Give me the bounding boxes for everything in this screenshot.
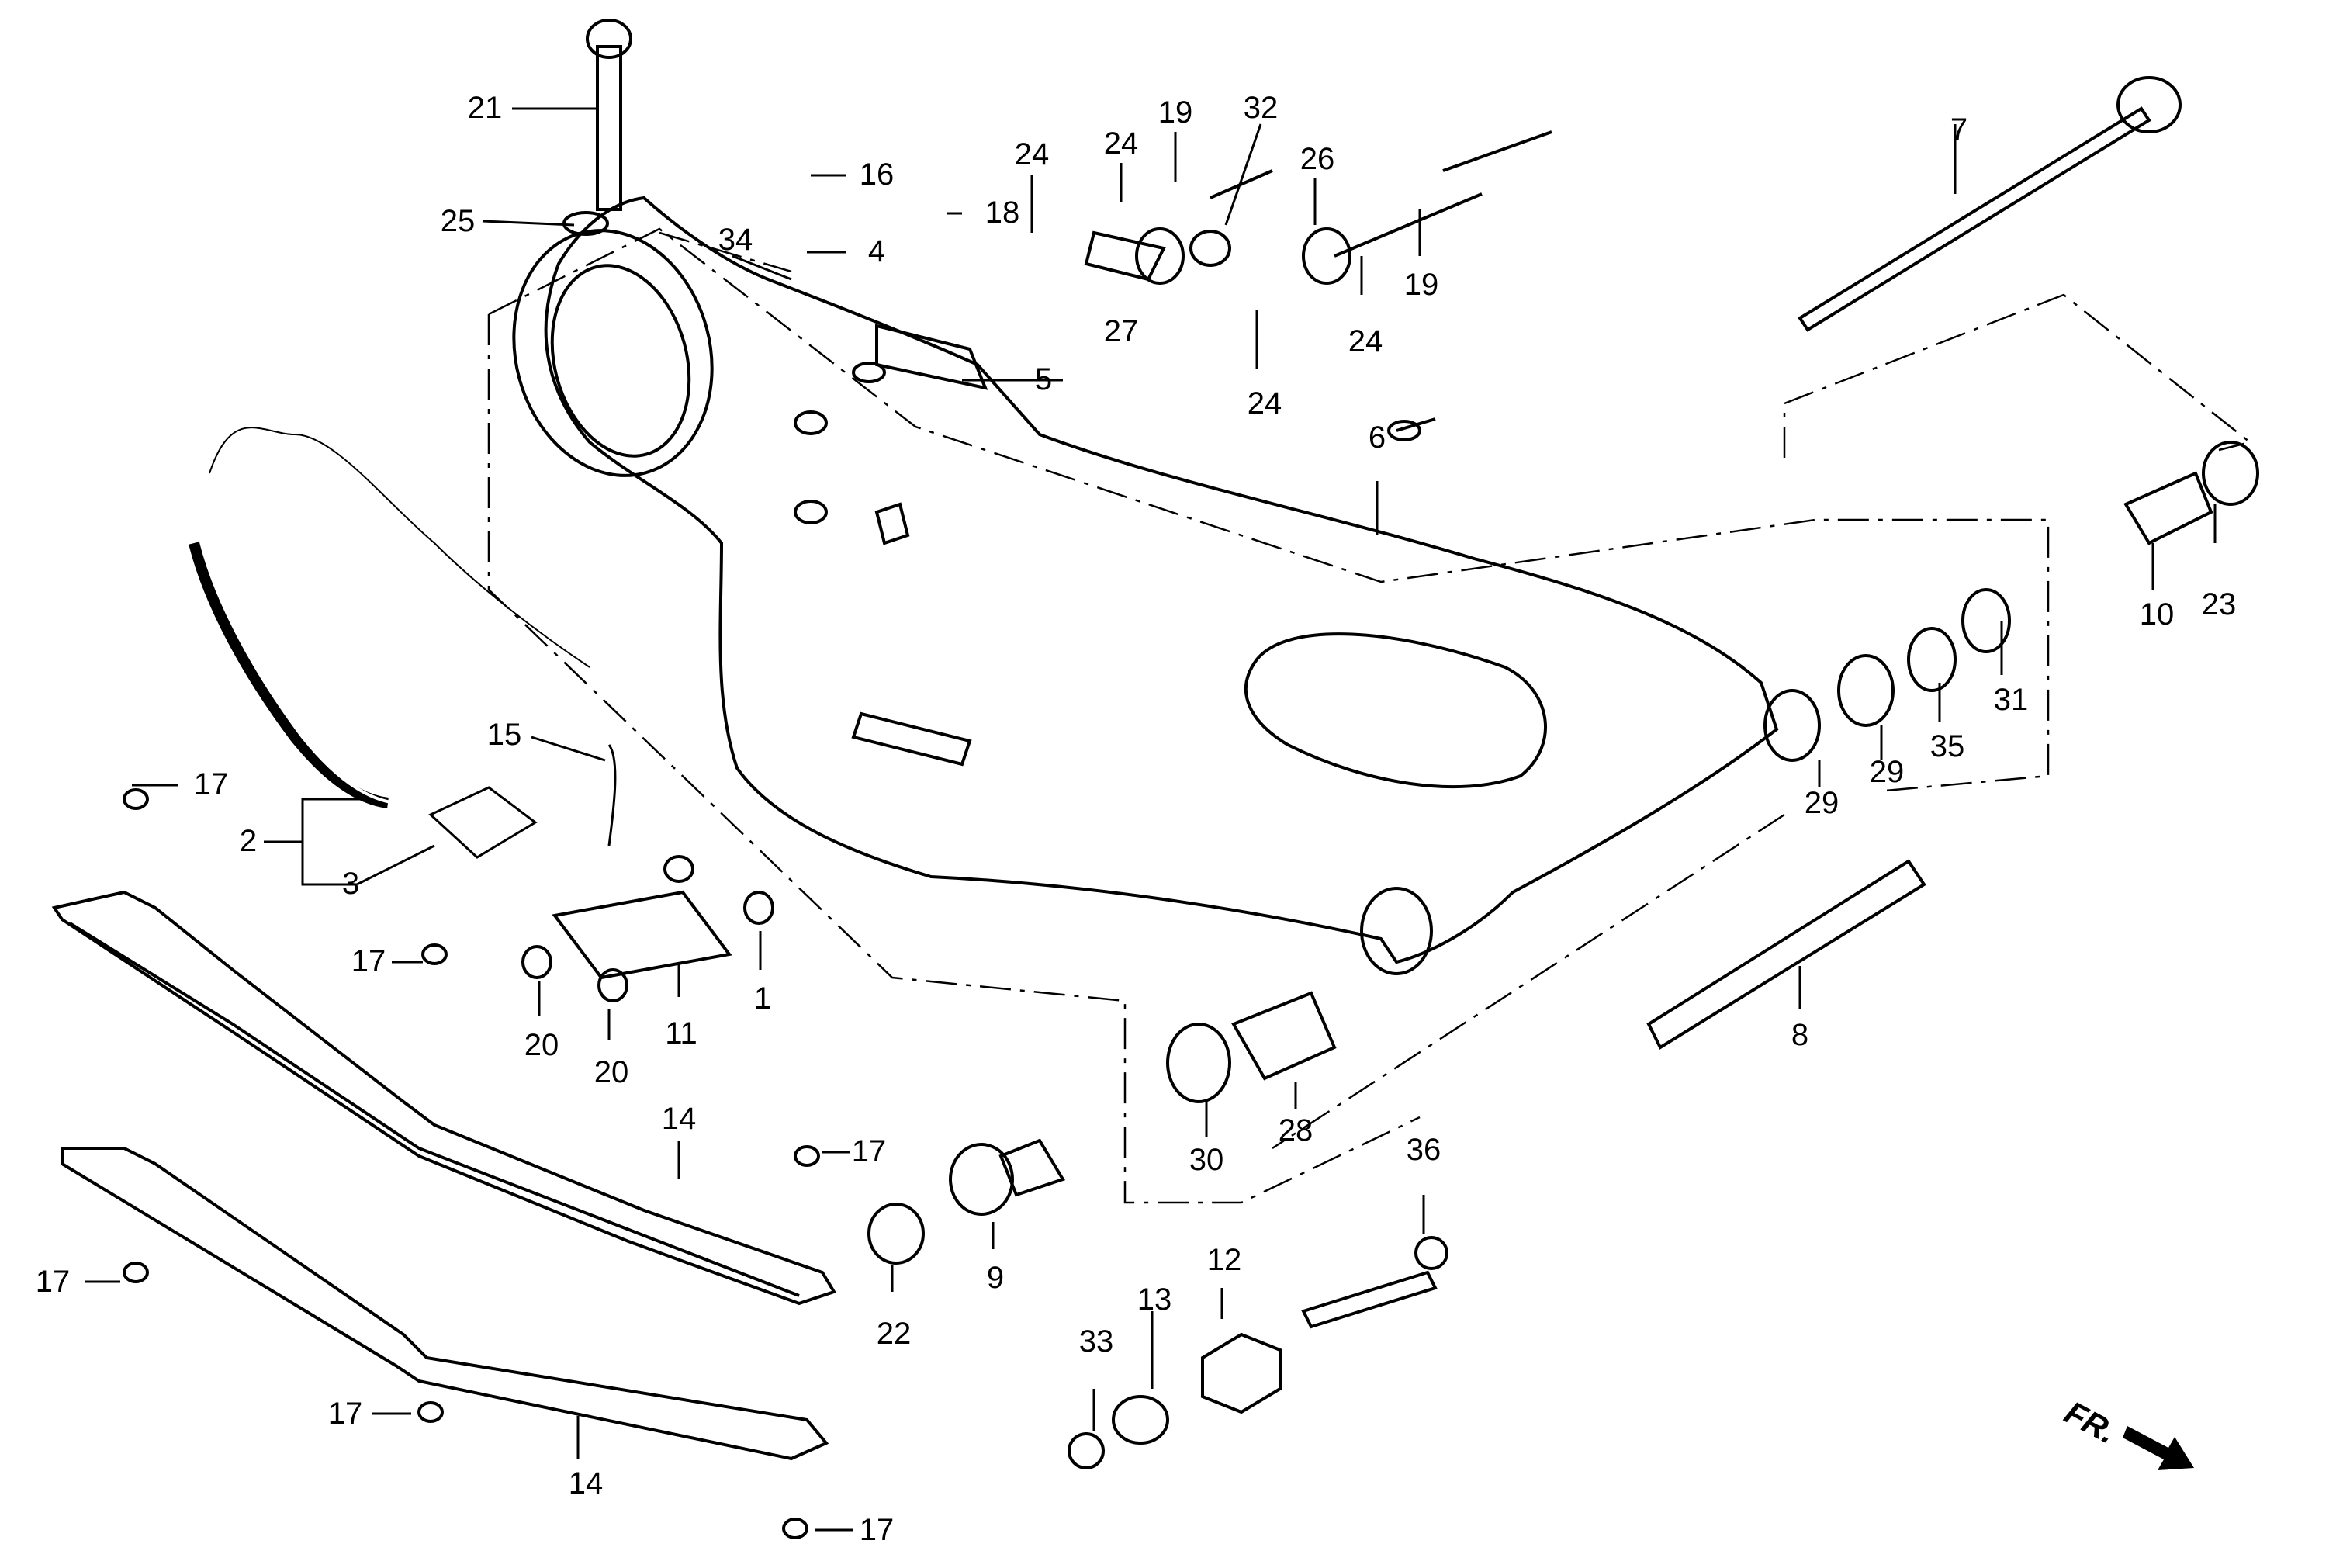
chain-joint [428,786,538,859]
axle-boss [1360,887,1433,975]
front-label: FR. [2059,1393,2123,1450]
callout-24: 24 [1248,386,1282,421]
callout-17: 17 [194,767,229,801]
callout-6: 6 [1369,421,1386,455]
rubber-bushing-set [2123,471,2213,545]
callout-23: 23 [2202,587,2237,621]
callout-17: 17 [328,1397,363,1431]
callout-17: 17 [860,1513,895,1547]
callout-35: 35 [1930,729,1965,763]
callout-8: 8 [1791,1018,1808,1052]
assembly-lines [487,227,2252,1204]
callout-36: 36 [1407,1133,1441,1167]
callout-2: 2 [240,824,257,858]
callout-14: 14 [662,1102,697,1136]
callout-29: 29 [1805,786,1839,820]
callout-4: 4 [868,234,885,268]
callout-7: 7 [1950,112,1967,147]
callout-3: 3 [342,867,359,901]
drive-chain [189,427,590,859]
callout-15: 15 [487,718,522,752]
callout-11: 11 [665,1016,697,1051]
callout-14: 14 [569,1466,604,1501]
axle-sleeve [1646,859,1926,1050]
callout-22: 22 [877,1317,912,1351]
callout-20: 20 [524,1028,559,1062]
bolt-21 [596,45,622,211]
callout-9: 9 [987,1261,1004,1295]
callout-1: 1 [754,981,771,1016]
callout-26: 26 [1300,142,1335,176]
callout-19: 19 [1158,95,1193,130]
callout-31: 31 [1994,683,2029,717]
callout-34: 34 [718,223,753,257]
callout-10: 10 [2140,597,2175,632]
swingarm [512,196,1779,975]
callout-13: 13 [1137,1282,1172,1317]
callout-12: 12 [1207,1243,1242,1277]
callout-16: 16 [860,157,895,192]
callout-32: 32 [1244,91,1279,125]
callout-24: 24 [1104,126,1139,161]
chain-slider-upper [51,890,836,1306]
callout-29: 29 [1870,755,1905,789]
callout-17: 17 [852,1134,887,1168]
callout-25: 25 [441,204,476,238]
front-arrow-icon [2123,1426,2194,1470]
callout-24: 24 [1348,324,1383,358]
leader-lines [85,107,2217,1532]
callout-33: 33 [1079,1324,1114,1359]
chain-slider-lower [61,1147,829,1461]
callout-30: 30 [1189,1143,1224,1177]
callout-20: 20 [594,1055,629,1089]
callout-24: 24 [1015,137,1050,171]
swingarm-cutout [1244,632,1547,789]
callout-labels: 21 25 16 4 34 18 24 24 19 32 26 27 24 19… [36,91,2237,1547]
callout-21: 21 [468,91,503,125]
front-direction-indicator: FR. [2059,1393,2194,1470]
callout-28: 28 [1279,1113,1313,1147]
callout-27: 27 [1104,314,1139,348]
callout-18: 18 [985,196,1020,230]
callout-17: 17 [351,944,386,978]
callout-19: 19 [1404,268,1439,302]
callout-5: 5 [1035,362,1052,396]
spacer-12 [1201,1332,1282,1414]
callout-17: 17 [36,1265,71,1299]
pivot-shaft [1798,106,2151,332]
linkage-parts [123,19,2259,1539]
